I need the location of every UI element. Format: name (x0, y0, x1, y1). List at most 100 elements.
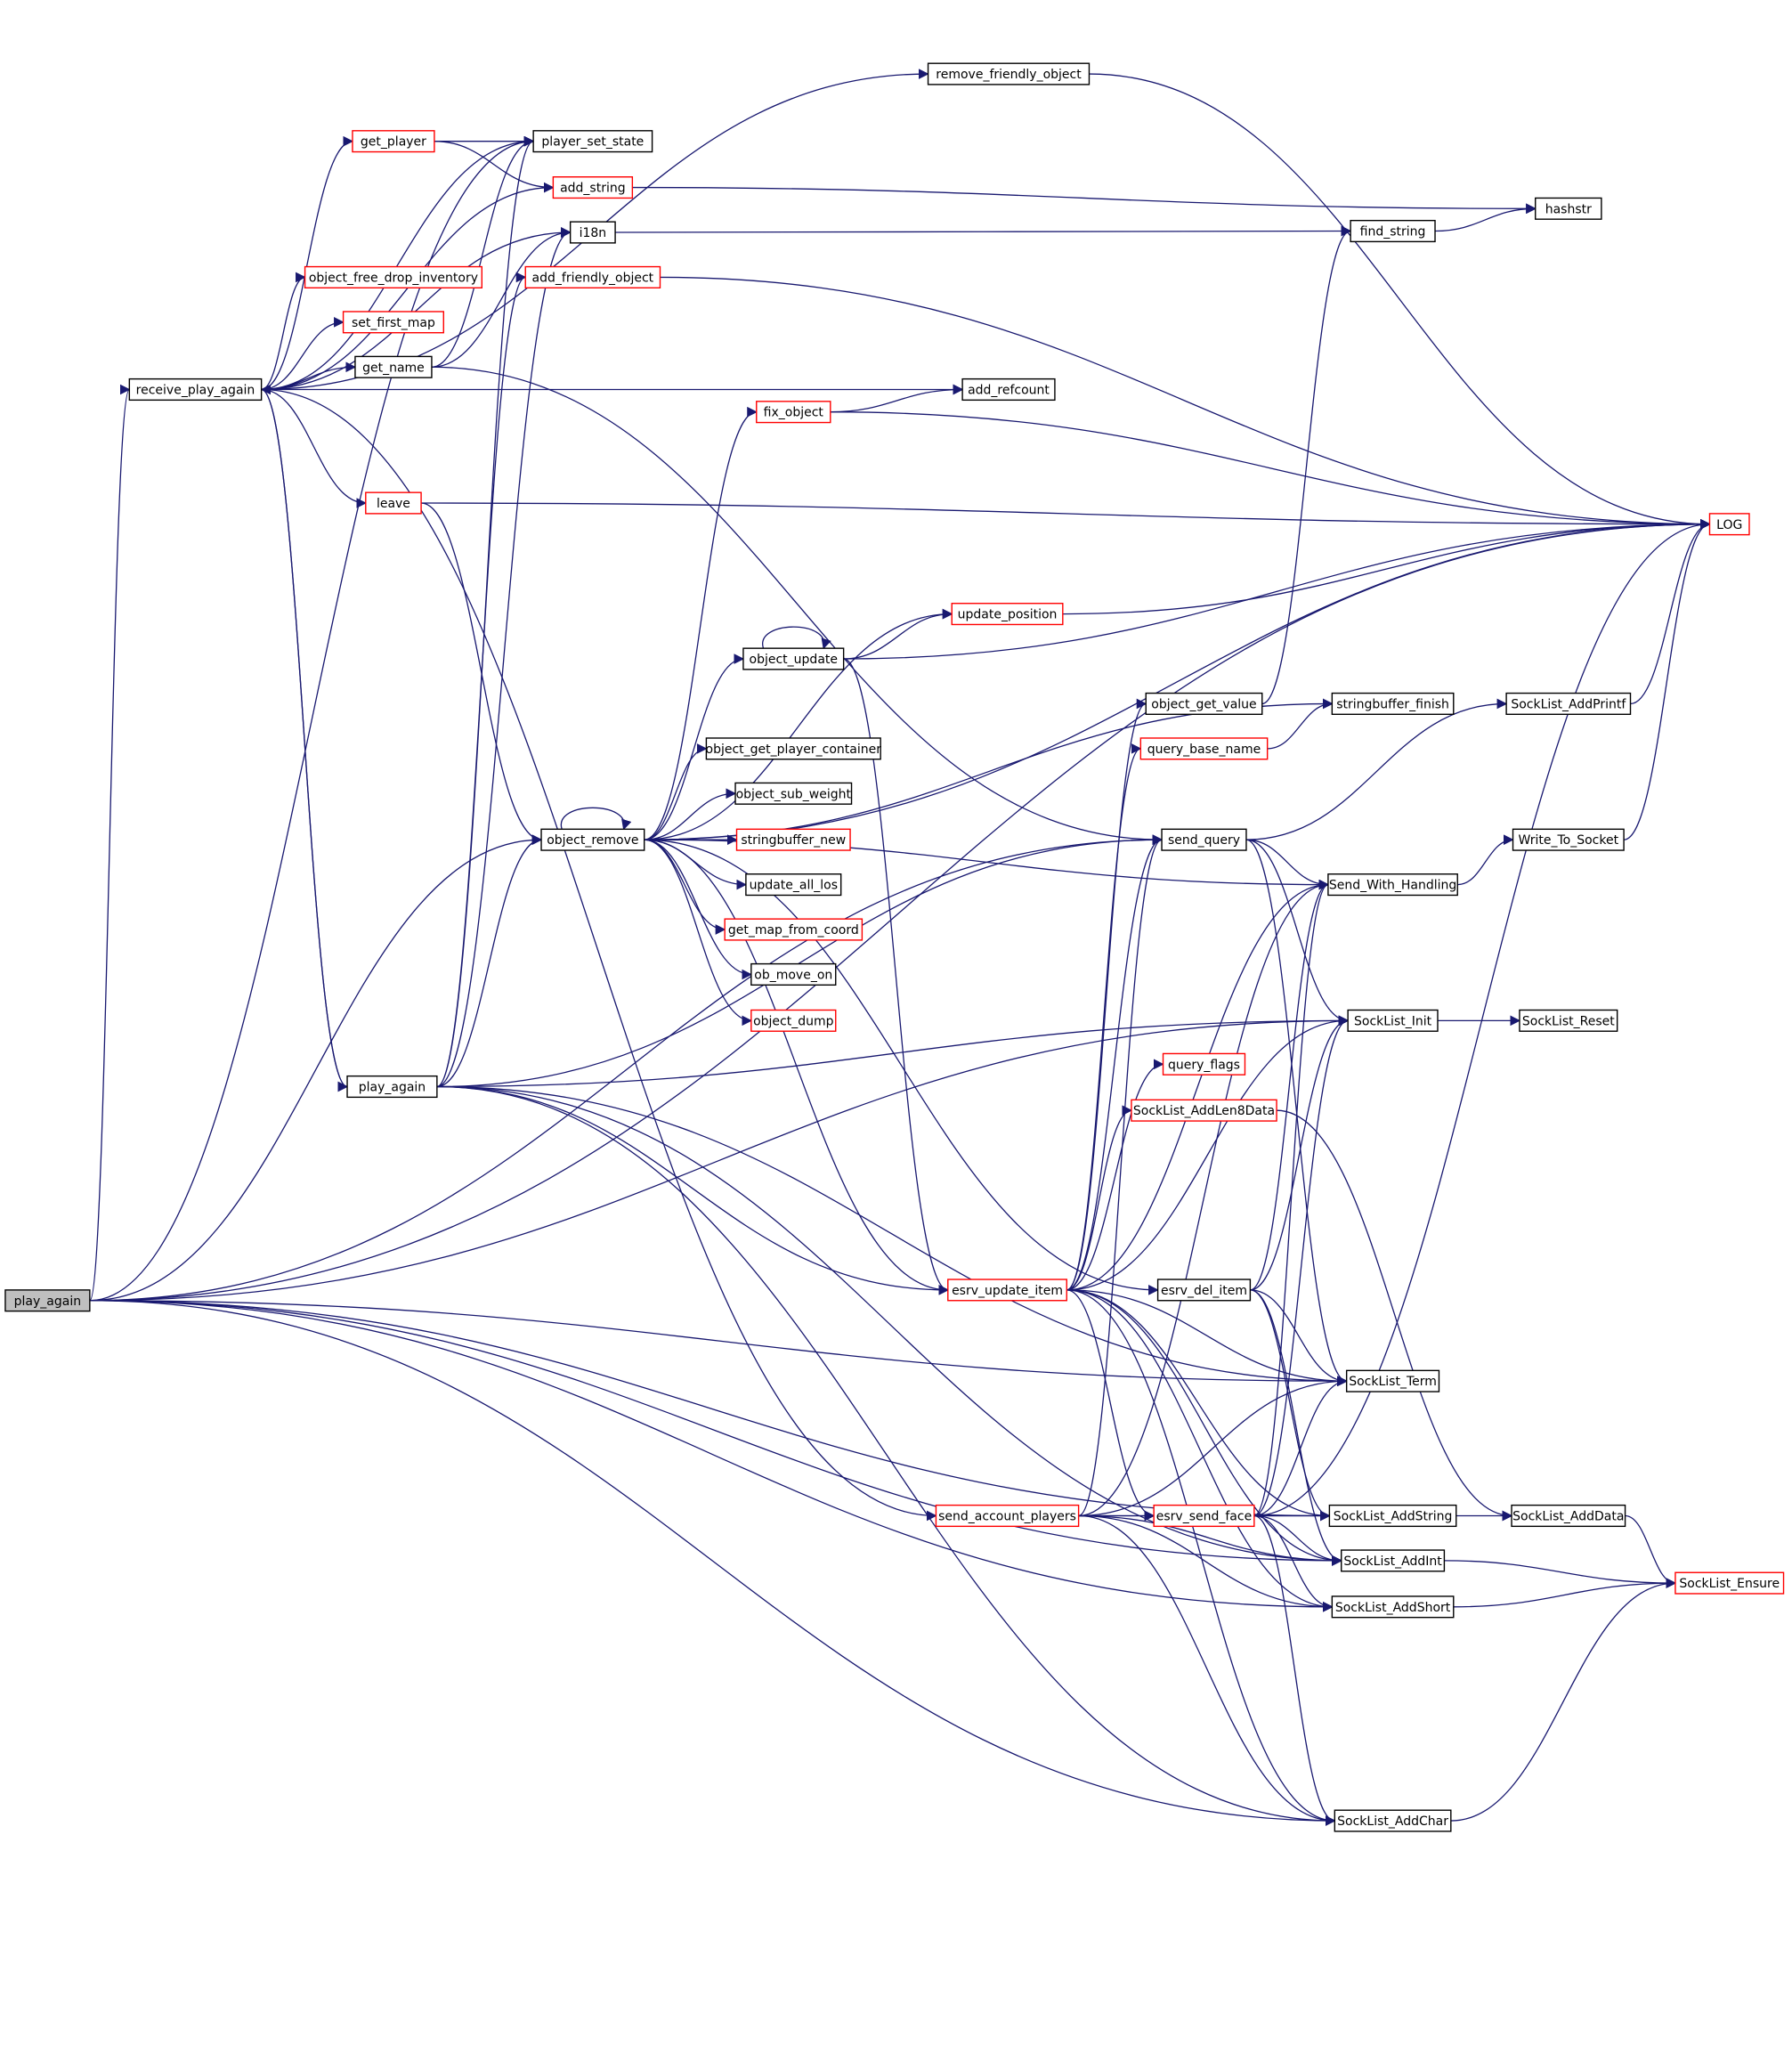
node-box (342, 311, 444, 334)
edge-play-again-to-SockList-AddInt (436, 1085, 1342, 1566)
node-Send-With-Handling[interactable]: Send_With_Handling (1327, 873, 1458, 897)
node-label: esrv_del_item (1161, 1284, 1247, 1298)
edge-query-base-name-to-stringbuffer-finish (1267, 698, 1334, 750)
edge-receive-play-again-to-send-account-players (261, 388, 937, 1522)
node-object-remove[interactable]: object_remove (540, 828, 645, 851)
node-box (1161, 828, 1247, 851)
node-esrv-update-item[interactable]: esrv_update_item (947, 1279, 1067, 1302)
node-add-friendly-object[interactable]: add_friendly_object (524, 265, 661, 288)
node-get-map-from-coord[interactable]: get_map_from_coord (724, 918, 864, 941)
node-label: play_again (14, 1295, 81, 1309)
edge-receive-play-again-to-leave (261, 388, 367, 508)
node-SockList-AddData[interactable]: SockList_AddData (1511, 1504, 1626, 1528)
node-get-name[interactable]: get_name (354, 355, 433, 378)
node-label: add_string (560, 182, 626, 196)
node-set-first-map[interactable]: set_first_map (342, 311, 444, 334)
node-label: query_base_name (1147, 743, 1261, 757)
node-SockList-AddChar[interactable]: SockList_AddChar (1334, 1809, 1452, 1832)
node-object-get-player-container[interactable]: object_get_player_container (706, 737, 882, 760)
node-label: object_sub_weight (736, 787, 852, 801)
edge-esrv-update-item-to-query-flags (1066, 1059, 1164, 1291)
node-label: get_player (361, 135, 426, 150)
edge-esrv-send-face-to-SockList-AddChar (1253, 1514, 1336, 1826)
node-box (4, 1289, 91, 1312)
node-player-set-state[interactable]: player_set_state (532, 130, 653, 153)
node-box (524, 265, 661, 288)
edge-object-update-to-esrv-update-item (843, 658, 949, 1295)
edge-SockList-AddInt-to-SockList-Ensure (1444, 1560, 1677, 1588)
node-play-again-root[interactable]: play_again (4, 1289, 91, 1312)
edge-esrv-send-face-to-Send-With-Handling (1253, 879, 1330, 1517)
node-receive-play-again[interactable]: receive_play_again (128, 377, 263, 402)
edge-play-again-root-to-player-set-state (89, 135, 535, 1302)
node-query-base-name[interactable]: query_base_name (1139, 737, 1269, 760)
node-object-sub-weight[interactable]: object_sub_weight (734, 782, 853, 805)
node-SockList-Reset[interactable]: SockList_Reset (1519, 1009, 1618, 1032)
edge-get-name-to-send-query (431, 366, 1164, 846)
node-play-again[interactable]: play_again (346, 1075, 438, 1099)
edge-receive-play-again-to-get-player (261, 135, 354, 391)
node-find-string[interactable]: find_string (1350, 219, 1436, 243)
node-add-string[interactable]: add_string (552, 176, 634, 199)
node-SockList-Ensure[interactable]: SockList_Ensure (1674, 1571, 1785, 1595)
node-ob-move-on[interactable]: ob_move_on (750, 962, 837, 986)
node-SockList-AddString[interactable]: SockList_AddString (1328, 1504, 1457, 1528)
node-stringbuffer-new[interactable]: stringbuffer_new (735, 828, 851, 851)
edge-fix-object-to-add-refcount (830, 384, 964, 413)
node-label: esrv_update_item (952, 1284, 1063, 1298)
node-SockList-AddPrintf[interactable]: SockList_AddPrintf (1505, 692, 1632, 716)
edge-remove-friendly-object-to-LOG (1089, 73, 1711, 530)
node-label: SockList_Ensure (1679, 1577, 1780, 1591)
edge-send-account-players-to-Send-With-Handling (1078, 879, 1330, 1517)
node-SockList-AddLen8Data[interactable]: SockList_AddLen8Data (1131, 1099, 1277, 1122)
edge-esrv-send-face-to-SockList-Init (1253, 1015, 1350, 1517)
edge-esrv-update-item-to-send-query (1066, 834, 1164, 1291)
edge-send-account-players-to-SockList-Term (1078, 1376, 1348, 1517)
node-label: player_set_state (541, 135, 644, 150)
node-query-flags[interactable]: query_flags (1162, 1052, 1246, 1076)
node-LOG[interactable]: LOG (1708, 513, 1750, 536)
edge-play-again-to-add-friendly-object (436, 272, 527, 1088)
node-get-player[interactable]: get_player (352, 130, 435, 153)
node-stringbuffer-finish[interactable]: stringbuffer_finish (1331, 692, 1455, 716)
node-SockList-AddInt[interactable]: SockList_AddInt (1341, 1549, 1446, 1572)
edge-esrv-del-item-to-SockList-AddInt (1250, 1289, 1342, 1566)
edge-receive-play-again-to-get-name (261, 361, 357, 391)
edge-send-query-to-SockList-Term (1245, 839, 1348, 1386)
node-send-query[interactable]: send_query (1161, 828, 1247, 851)
node-object-get-value[interactable]: object_get_value (1145, 692, 1263, 716)
node-box (1153, 1504, 1255, 1528)
node-Write-To-Socket[interactable]: Write_To_Socket (1512, 828, 1625, 851)
node-update-all-los[interactable]: update_all_los (745, 873, 842, 897)
node-fix-object[interactable]: fix_object (756, 401, 831, 424)
node-SockList-Term[interactable]: SockList_Term (1345, 1369, 1440, 1392)
edge-play-again-to-SockList-AddChar (436, 1085, 1336, 1826)
node-label: SockList_AddData (1512, 1509, 1624, 1523)
node-object-update[interactable]: object_update (742, 647, 845, 670)
node-i18n[interactable]: i18n (569, 221, 616, 244)
node-hashstr[interactable]: hashstr (1535, 197, 1602, 220)
node-add-refcount[interactable]: add_refcount (961, 377, 1056, 402)
edge-esrv-update-item-to-query-base-name (1066, 743, 1142, 1291)
edge-Write-To-Socket-to-LOG (1623, 518, 1711, 840)
node-send-account-players[interactable]: send_account_players (935, 1504, 1080, 1528)
edge-send-query-to-SockList-AddPrintf (1245, 698, 1508, 840)
node-esrv-del-item[interactable]: esrv_del_item (1156, 1279, 1252, 1302)
node-SockList-AddShort[interactable]: SockList_AddShort (1331, 1595, 1455, 1619)
edge-esrv-update-item-to-SockList-AddChar (1066, 1289, 1336, 1826)
edge-get-name-to-i18n (431, 227, 572, 368)
node-remove-friendly-object[interactable]: remove_friendly_object (927, 62, 1091, 85)
node-SockList-Init[interactable]: SockList_Init (1347, 1009, 1439, 1032)
edge-play-again-root-to-receive-play-again (89, 385, 131, 1302)
node-label: Write_To_Socket (1519, 833, 1619, 848)
node-leave[interactable]: leave (365, 491, 422, 515)
edge-send-account-players-to-send-query (1078, 834, 1164, 1517)
node-label: SockList_AddShort (1335, 1601, 1451, 1615)
node-label: update_position (958, 608, 1058, 622)
node-object-dump[interactable]: object_dump (750, 1009, 837, 1032)
node-box (1162, 1052, 1246, 1076)
edge-play-again-root-to-object-remove (89, 834, 543, 1302)
node-update-position[interactable]: update_position (951, 603, 1064, 626)
node-esrv-send-face[interactable]: esrv_send_face (1153, 1504, 1255, 1528)
node-object-free-drop-inventory[interactable]: object_free_drop_inventory (304, 265, 482, 288)
